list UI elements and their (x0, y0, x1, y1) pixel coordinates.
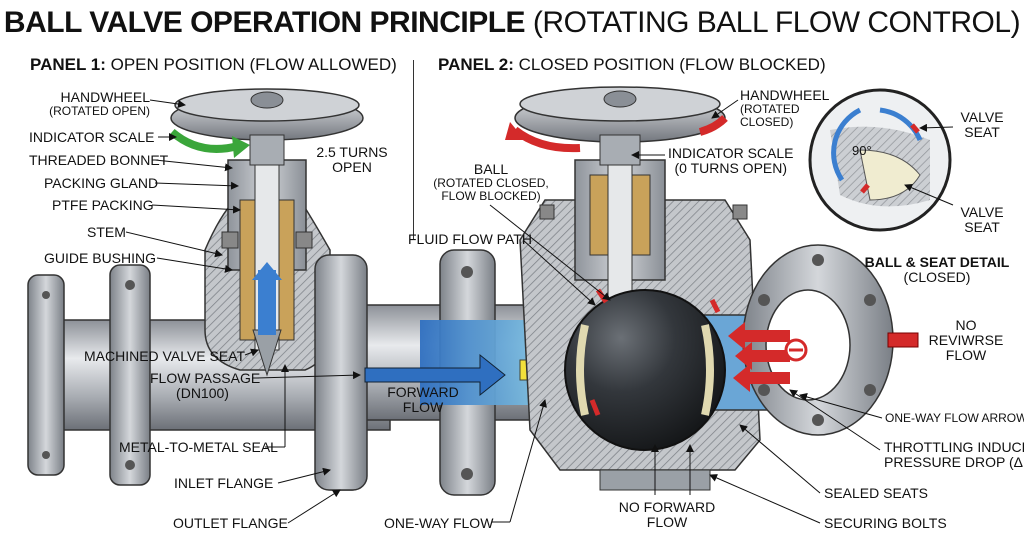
left-inlet-flange (27, 264, 151, 486)
reverse-flow-arrows (728, 322, 808, 392)
open-rotation-arrow (169, 128, 250, 158)
right-handwheel (514, 86, 726, 166)
label-handwheel-left: HANDWHEEL(ROTATED OPEN) (49, 89, 150, 118)
label-threaded-bonnet: THREADED BONNET (29, 152, 169, 168)
closed-rotation-arrow (505, 115, 728, 153)
label-fluid-flow-path: FLUID FLOW PATH (408, 231, 532, 247)
page-title: BALL VALVE OPERATION PRINCIPLE (ROTATING… (3, 6, 1021, 39)
left-valve-body (204, 149, 331, 377)
left-handwheel (170, 88, 364, 166)
panel1-heading: PANEL 1: OPEN POSITION (FLOW ALLOWED) (30, 55, 397, 74)
label-indicator-scale-left: INDICATOR SCALE (29, 129, 155, 145)
label-angle: 90° (852, 143, 872, 158)
leader-lines (125, 99, 954, 524)
label-stem: STEM (87, 224, 126, 240)
ball-seat-detail-circle (808, 88, 952, 232)
label-one-way-flow-arrows: ONE-WAY FLOW ARROWS (885, 411, 1024, 425)
label-inlet-flange: INLET FLANGE (174, 475, 274, 491)
panel-divider (413, 60, 414, 240)
label-guide-bushing: GUIDE BUSHING (44, 250, 157, 266)
label-indicator-scale-right: INDICATOR SCALE(0 TURNS OPEN) (668, 145, 794, 176)
label-flow-passage: FLOW PASSAGE(DN100) (150, 370, 261, 401)
legend-red-marker (887, 332, 919, 348)
ball (564, 289, 726, 451)
label-machined-valve-seat: MACHINED VALVE SEAT (84, 348, 246, 364)
label-sealed-seats: SEALED SEATS (824, 485, 929, 501)
label-ball-seat-detail: BALL & SEAT DETAIL(CLOSED) (864, 254, 1010, 285)
label-packing-gland: PACKING GLAND (44, 175, 159, 191)
label-ptfe-packing: PTFE PACKING (52, 197, 154, 213)
label-metal-seal: METAL-TO-METAL SEAL (119, 439, 278, 455)
panel2-heading: PANEL 2: CLOSED POSITION (FLOW BLOCKED) (438, 55, 826, 74)
label-ball: BALL(ROTATED CLOSED,FLOW BLOCKED) (433, 161, 549, 203)
label-throttling: THROTTLING INDUCEDPRESSURE DROP (ΔP) (884, 439, 1024, 470)
label-securing-bolts: SECURING BOLTS (824, 515, 947, 531)
label-one-way-flow: ONE-WAY FLOW (384, 515, 494, 531)
label-outlet-flange: OUTLET FLANGE (173, 515, 288, 531)
